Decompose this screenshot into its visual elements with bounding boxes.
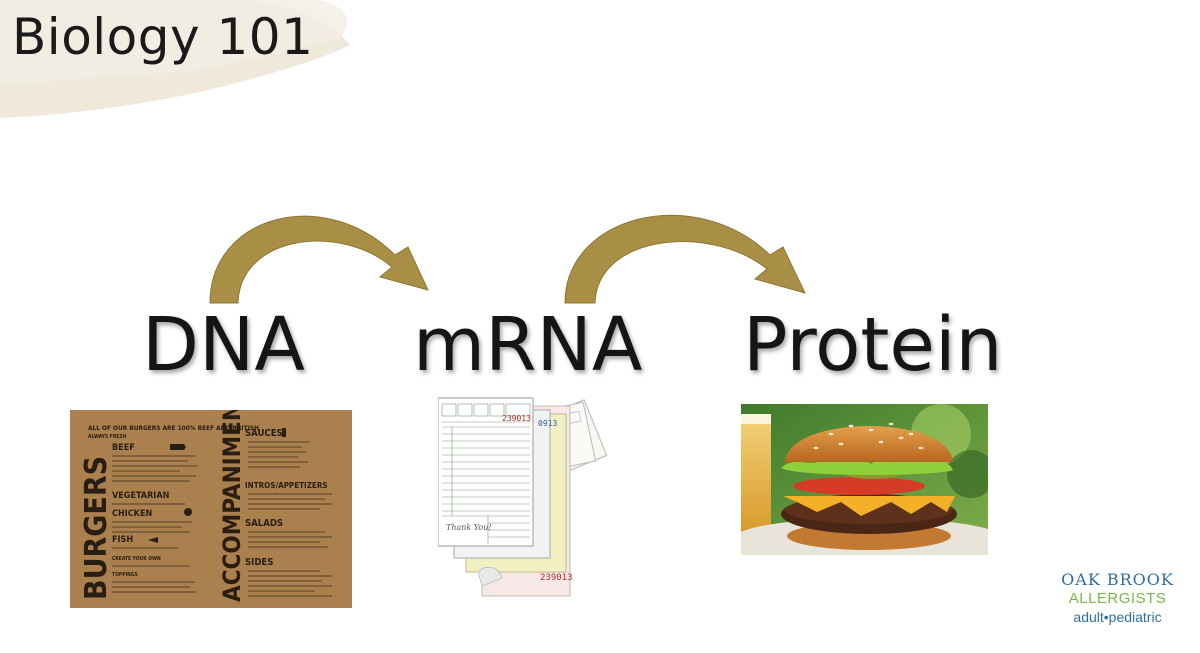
logo-line-3: adult•pediatric <box>1073 609 1162 625</box>
brush-stroke-decoration <box>0 0 350 118</box>
menu-vegetarian: VEGETARIAN <box>112 491 170 501</box>
menu-toppings: TOPPINGS <box>112 572 138 578</box>
cow-icon <box>170 444 186 450</box>
chicken-icon <box>184 508 192 516</box>
menu-intros: INTROS/APPETIZERS <box>245 481 328 490</box>
menu-header: ALL OF OUR BURGERS ARE 100% BEEF AND BRI… <box>88 424 259 432</box>
label-mrna: mRNA <box>413 302 643 388</box>
menu-create: CREATE YOUR OWN <box>112 556 161 562</box>
menu-beef: BEEF <box>112 443 135 453</box>
label-protein: Protein <box>743 302 1003 388</box>
sauce-bottle-icon <box>282 428 286 437</box>
ticket-number-front: 239013 <box>502 414 531 423</box>
ticket-number-bottom: 239013 <box>540 573 573 583</box>
menu-tagline: ALWAYS FRESH <box>88 434 127 440</box>
burger-picture <box>741 404 988 555</box>
ticket-number-side: 0913 <box>538 419 557 428</box>
order-ticket-picture: 239013 0913 239013 Thank You! <box>438 397 608 597</box>
menu-burgers-heading: BURGERS <box>79 456 114 600</box>
logo-line-1: OAK BROOK <box>1061 570 1174 589</box>
arrow-dna-to-mrna <box>209 215 429 304</box>
oak-brook-allergists-logo: OAK BROOK ALLERGISTS adult•pediatric <box>1040 570 1195 625</box>
arrow-mrna-to-protein <box>564 214 806 304</box>
fish-icon <box>148 537 158 543</box>
logo-line-2: ALLERGISTS <box>1068 590 1167 607</box>
label-dna: DNA <box>142 302 305 388</box>
menu-salads: SALADS <box>245 518 283 529</box>
menu-accompaniments-heading: ACCOMPANIMENTS <box>218 410 246 602</box>
menu-fish: FISH <box>112 535 133 545</box>
menu-sides: SIDES <box>245 557 273 568</box>
menu-picture: ALL OF OUR BURGERS ARE 100% BEEF AND BRI… <box>70 410 352 608</box>
menu-chicken: CHICKEN <box>112 509 152 519</box>
ticket-thanks: Thank You! <box>446 523 492 532</box>
slide-title: Biology 101 <box>12 8 314 66</box>
menu-sauces: SAUCES <box>245 428 283 439</box>
